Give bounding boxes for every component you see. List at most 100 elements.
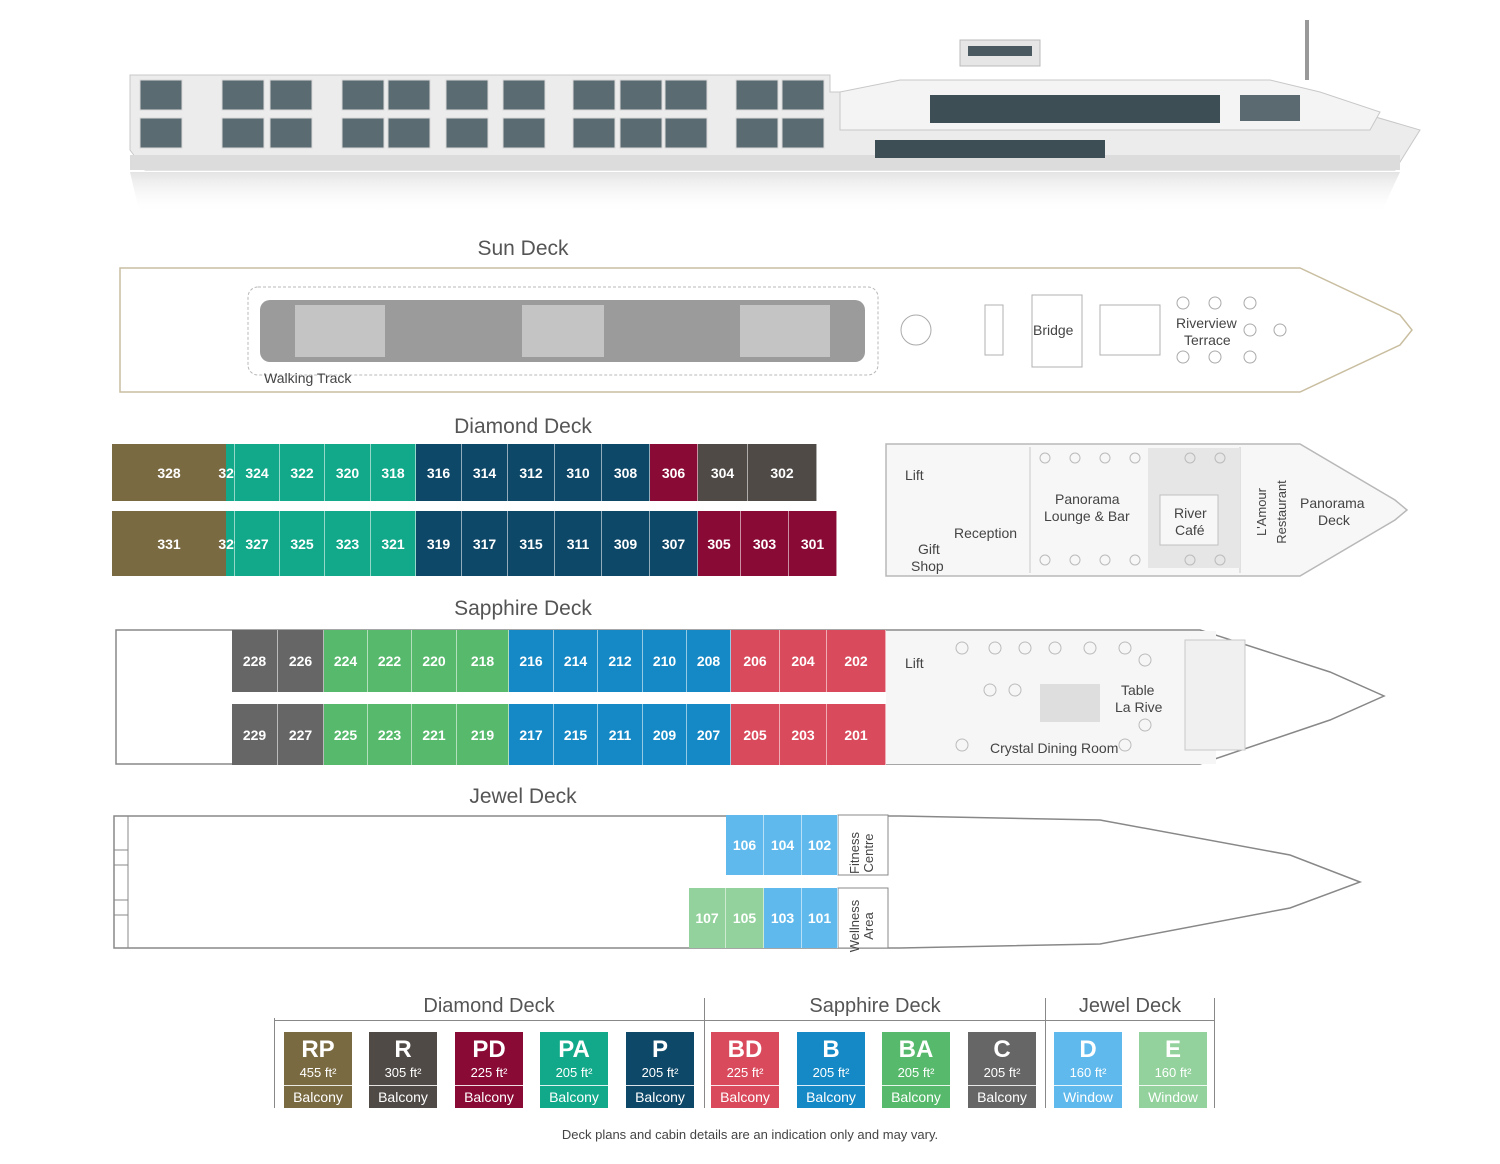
cabin-304[interactable]: 304 (698, 444, 748, 501)
cabin-320[interactable]: 320 (325, 444, 371, 501)
legend-type: Balcony (284, 1085, 352, 1108)
cabin-216[interactable]: 216 (509, 630, 554, 692)
cabin-312[interactable]: 312 (508, 444, 555, 501)
cabin-324[interactable]: 324 (235, 444, 280, 501)
cabin-107[interactable]: 107 (689, 888, 726, 948)
cabin-227[interactable]: 227 (278, 704, 324, 765)
cabin-311[interactable]: 311 (555, 511, 602, 576)
cabin-301[interactable]: 301 (789, 511, 837, 576)
cabin-322[interactable]: 322 (280, 444, 325, 501)
cabin-225[interactable]: 225 (324, 704, 368, 765)
cabin-228[interactable]: 228 (232, 630, 278, 692)
legend-code: C (993, 1036, 1011, 1063)
cabin-306[interactable]: 306 (650, 444, 698, 501)
cabin-102[interactable]: 102 (802, 815, 838, 875)
diamond-deck-title: Diamond Deck (454, 415, 592, 438)
cabin-309[interactable]: 309 (602, 511, 650, 576)
legend-code: BD (727, 1036, 763, 1063)
legend-code: B (822, 1036, 840, 1063)
cabin-205[interactable]: 205 (731, 704, 780, 765)
legend-code: P (651, 1036, 668, 1063)
cabin-211[interactable]: 211 (598, 704, 643, 765)
cabin-206[interactable]: 206 (731, 630, 780, 692)
legend-rule (274, 1020, 1214, 1021)
cabin-307[interactable]: 307 (650, 511, 698, 576)
cabin-204[interactable]: 204 (780, 630, 827, 692)
reception-label: Reception (954, 525, 1018, 541)
cabin-222[interactable]: 222 (368, 630, 412, 692)
cabin-106[interactable]: 106 (726, 815, 764, 875)
cabin-317[interactable]: 317 (462, 511, 508, 576)
cabin-226[interactable]: 226 (278, 630, 324, 692)
cabin-212[interactable]: 212 (598, 630, 643, 692)
legend-size: 205 ft² (812, 1065, 850, 1080)
legend-code: D (1079, 1036, 1097, 1063)
panorama-deck-label-2: Deck (1318, 512, 1350, 528)
cabin-318[interactable]: 318 (371, 444, 416, 501)
cabin-210[interactable]: 210 (643, 630, 687, 692)
cabin-221[interactable]: 221 (412, 704, 457, 765)
legend-divider (1214, 998, 1215, 1108)
cabin-326[interactable]: 326 (218, 444, 242, 501)
cabin-229[interactable]: 229 (232, 704, 278, 765)
cabin-220[interactable]: 220 (412, 630, 457, 692)
cabin-208[interactable]: 208 (687, 630, 731, 692)
table-la-rive-label-2: La Rive (1115, 699, 1163, 715)
cabin-305[interactable]: 305 (698, 511, 741, 576)
cabin-325[interactable]: 325 (280, 511, 325, 576)
cabin-329[interactable]: 329 (218, 511, 242, 576)
cabin-215[interactable]: 215 (554, 704, 598, 765)
cabin-105[interactable]: 105 (726, 888, 764, 948)
legend-size: 225 ft² (470, 1065, 508, 1080)
disclaimer-note: Deck plans and cabin details are an indi… (561, 1127, 939, 1142)
cabin-203[interactable]: 203 (780, 704, 827, 765)
cabin-327[interactable]: 327 (235, 511, 280, 576)
cabin-321[interactable]: 321 (371, 511, 416, 576)
cabin-224[interactable]: 224 (324, 630, 368, 692)
legend-code: BA (898, 1036, 934, 1063)
cabin-331[interactable]: 331 (112, 511, 226, 576)
cabin-316[interactable]: 316 (416, 444, 462, 501)
cabin-223[interactable]: 223 (368, 704, 412, 765)
cabin-104[interactable]: 104 (764, 815, 802, 875)
cabin-319[interactable]: 319 (416, 511, 462, 576)
cabin-218[interactable]: 218 (457, 630, 509, 692)
cabin-323[interactable]: 323 (325, 511, 371, 576)
cabin-201[interactable]: 201 (827, 704, 886, 765)
cabin-314[interactable]: 314 (462, 444, 508, 501)
cabin-328[interactable]: 328 (112, 444, 226, 501)
cabin-209[interactable]: 209 (643, 704, 687, 765)
legend-type: Balcony (369, 1085, 437, 1108)
gift-shop-label-2: Shop (911, 558, 944, 574)
cabin-302[interactable]: 302 (748, 444, 817, 501)
cabin-310[interactable]: 310 (555, 444, 602, 501)
cabin-315[interactable]: 315 (508, 511, 555, 576)
legend-type: Balcony (626, 1085, 694, 1108)
legend-code: RP (301, 1036, 335, 1063)
walking-track-label: Walking Track (264, 370, 352, 386)
cabin-202[interactable]: 202 (827, 630, 886, 692)
cabin-308[interactable]: 308 (602, 444, 650, 501)
cabin-207[interactable]: 207 (687, 704, 731, 765)
cabin-219[interactable]: 219 (457, 704, 509, 765)
cabin-214[interactable]: 214 (554, 630, 598, 692)
legend-type: Balcony (711, 1085, 779, 1108)
cabin-303[interactable]: 303 (741, 511, 789, 576)
legend-group-sapphire: Sapphire Deck (705, 995, 1045, 1018)
legend-group-jewel: Jewel Deck (1046, 995, 1214, 1018)
cabin-217[interactable]: 217 (509, 704, 554, 765)
legend-size: 160 ft² (1069, 1065, 1107, 1080)
cabin-101[interactable]: 101 (802, 888, 838, 948)
panorama-lounge-label-2: Lounge & Bar (1044, 508, 1130, 524)
legend-group-diamond: Diamond Deck (274, 995, 704, 1018)
riverview-terrace-label-1: Riverview (1176, 315, 1237, 331)
cabin-103[interactable]: 103 (764, 888, 802, 948)
